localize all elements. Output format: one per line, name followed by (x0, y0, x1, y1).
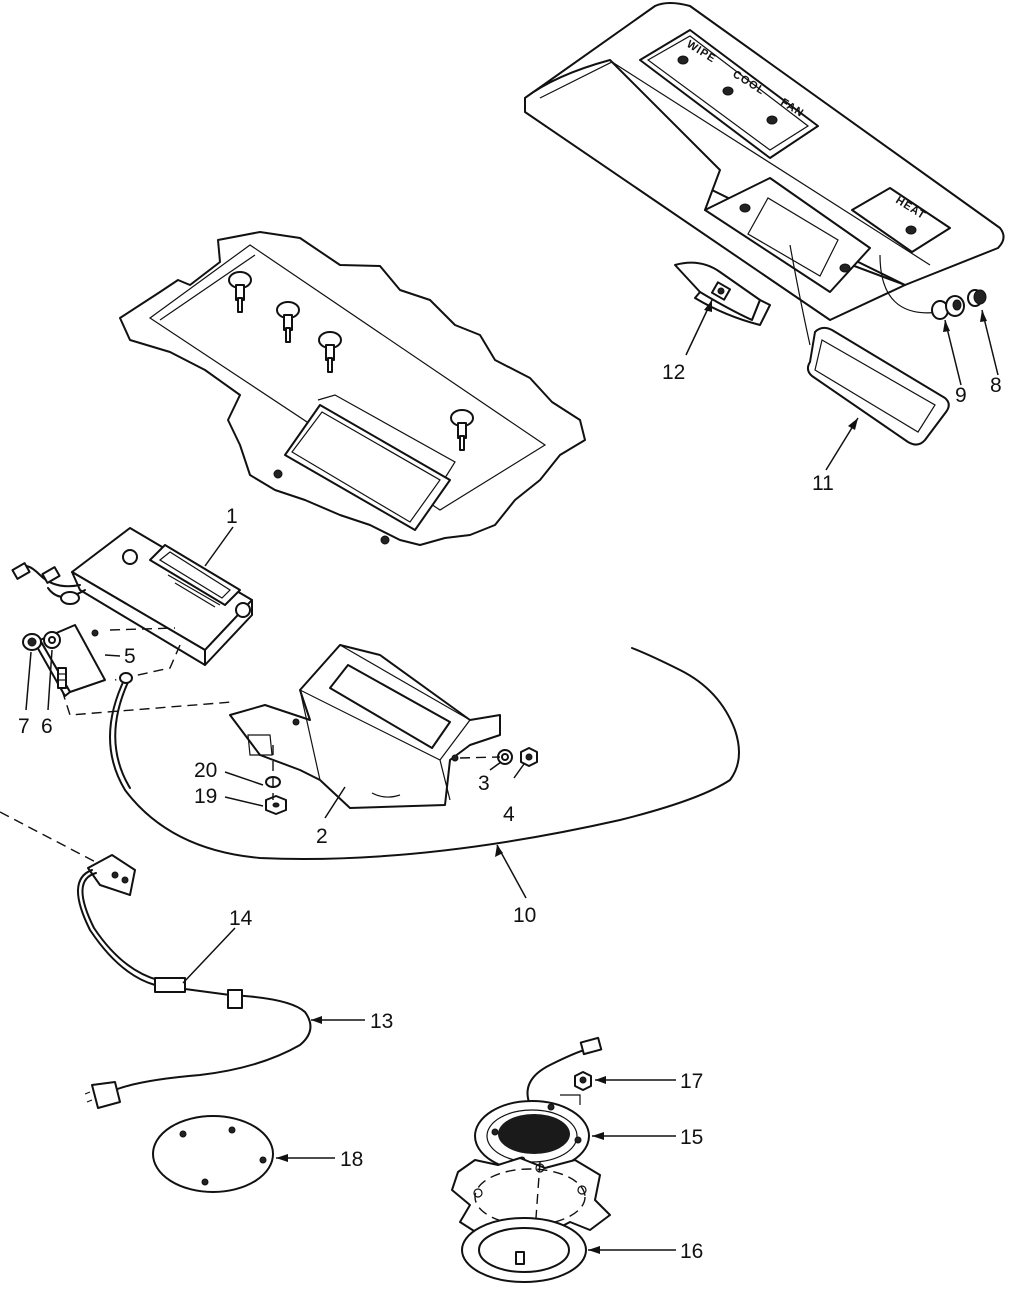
callout-8: 8 (990, 374, 1002, 397)
callout-1: 1 (226, 505, 238, 528)
radio-opening (704, 177, 871, 293)
callout-7: 7 (18, 715, 30, 738)
callout-5: 5 (124, 645, 136, 668)
part-3-washer (497, 749, 513, 765)
heat-knob-hole (905, 225, 917, 235)
leader-1 (204, 526, 234, 567)
callout-13: 13 (370, 1010, 393, 1033)
part-8-cap (967, 289, 987, 307)
part-10-antenna-cable (109, 647, 740, 860)
headliner-section (451, 1157, 611, 1239)
overhead-control-panel: WIPE COOL FAN HEAT (524, 2, 1005, 346)
wipe-knob-hole (677, 55, 689, 65)
roof-switch-2 (276, 301, 300, 343)
part-13-harness (77, 854, 312, 1109)
part-2-mounting-bracket (229, 644, 501, 809)
callout-15: 15 (680, 1126, 703, 1149)
callout-4: 4 (503, 803, 515, 826)
callout-6: 6 (41, 715, 53, 738)
cab-roof-section (119, 231, 586, 546)
callout-18: 18 (340, 1148, 363, 1171)
part-12-bracket (674, 261, 771, 326)
part-17-nut (560, 1071, 592, 1105)
part-1-radio (11, 527, 253, 666)
roof-switch-4 (450, 409, 474, 451)
callout-16: 16 (680, 1240, 703, 1263)
part-19-nut (265, 795, 287, 815)
callout-14: 14 (229, 907, 253, 930)
callout-11: 11 (812, 472, 834, 495)
heat-plate: HEAT (851, 187, 951, 253)
part-15-speaker (474, 1036, 603, 1172)
callouts: 1 2 3 4 5 6 7 8 9 10 11 12 13 14 15 16 1… (18, 361, 1002, 1263)
part-18-lens (152, 1115, 274, 1193)
callout-10: 10 (513, 904, 536, 927)
part-4-nut (520, 747, 538, 767)
fan-knob-hole (766, 115, 778, 125)
callout-9: 9 (955, 384, 967, 407)
callout-19: 19 (194, 785, 217, 808)
callout-12: 12 (662, 361, 685, 384)
callout-17: 17 (680, 1070, 703, 1093)
roof-switch-1 (228, 271, 252, 313)
callout-20: 20 (194, 759, 217, 782)
roof-switch-3 (318, 331, 342, 373)
callout-2: 2 (316, 825, 328, 848)
part-7-nut (22, 633, 42, 651)
cool-knob-hole (722, 86, 734, 96)
part-11-lens (806, 326, 950, 446)
part-16-trim-ring (461, 1217, 587, 1283)
part-6-washer (43, 631, 61, 649)
part-9-knob (931, 295, 965, 320)
callout-3: 3 (478, 772, 490, 795)
bolt (57, 667, 67, 689)
